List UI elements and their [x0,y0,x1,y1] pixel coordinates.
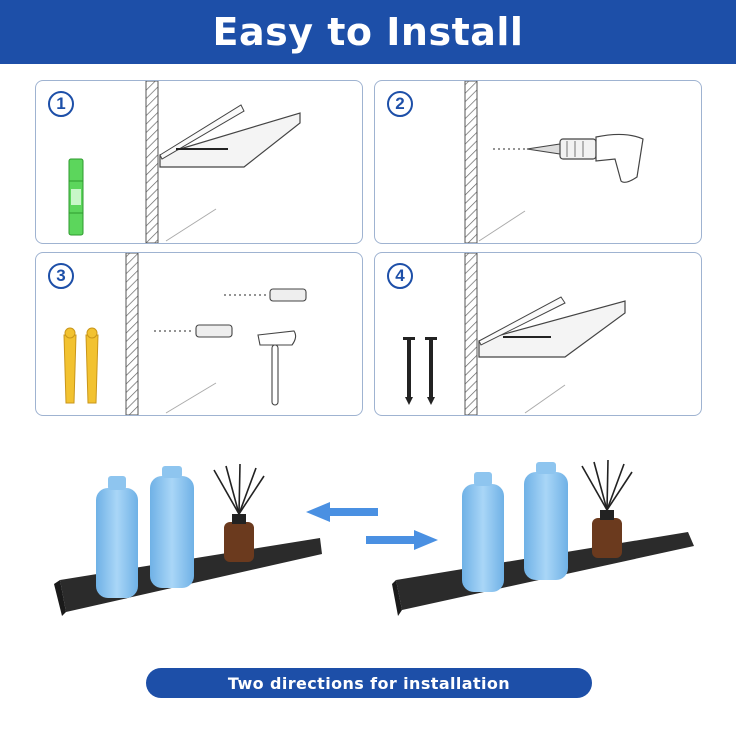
drill-icon [526,133,644,183]
step-panel-4: 4 [374,252,702,416]
wall-anchor-icon [154,288,307,338]
step-number-1: 1 [48,91,74,117]
step-1-illustration [68,81,301,243]
hammer-icon [257,330,297,406]
arrow-right-icon [366,530,438,550]
title-banner: Easy to Install [0,0,736,64]
step-panel-2: 2 [374,80,702,244]
page-title: Easy to Install [212,10,524,54]
step-number-4: 4 [387,263,413,289]
step-2-illustration [464,81,644,243]
step-panel-1: 1 [35,80,363,244]
wall-icon [464,81,478,243]
wall-icon [145,81,159,243]
caption-text: Two directions for installation [227,673,511,693]
shelf-icon [478,296,626,358]
screw-icon [403,337,437,405]
wall-icon [464,253,478,415]
step-panel-3: 3 [35,252,363,416]
shelf-left [54,463,322,616]
wall-anchor-icon [63,327,99,404]
bottle-icon [462,462,568,592]
step-3-illustration [63,253,307,415]
step-number-2: 2 [387,91,413,117]
spirit-level-icon [68,158,84,236]
diffuser-icon [213,463,265,562]
bottle-icon [96,466,194,598]
step-4-illustration [403,253,626,415]
wall-icon [125,253,139,415]
arrow-left-icon [306,502,378,522]
step-number-3: 3 [48,263,74,289]
product-illustration [54,459,694,616]
shelf-right [392,459,694,616]
diffuser-icon [581,459,633,558]
caption-pill: Two directions for installation [146,668,592,698]
shelf-icon [159,104,301,168]
